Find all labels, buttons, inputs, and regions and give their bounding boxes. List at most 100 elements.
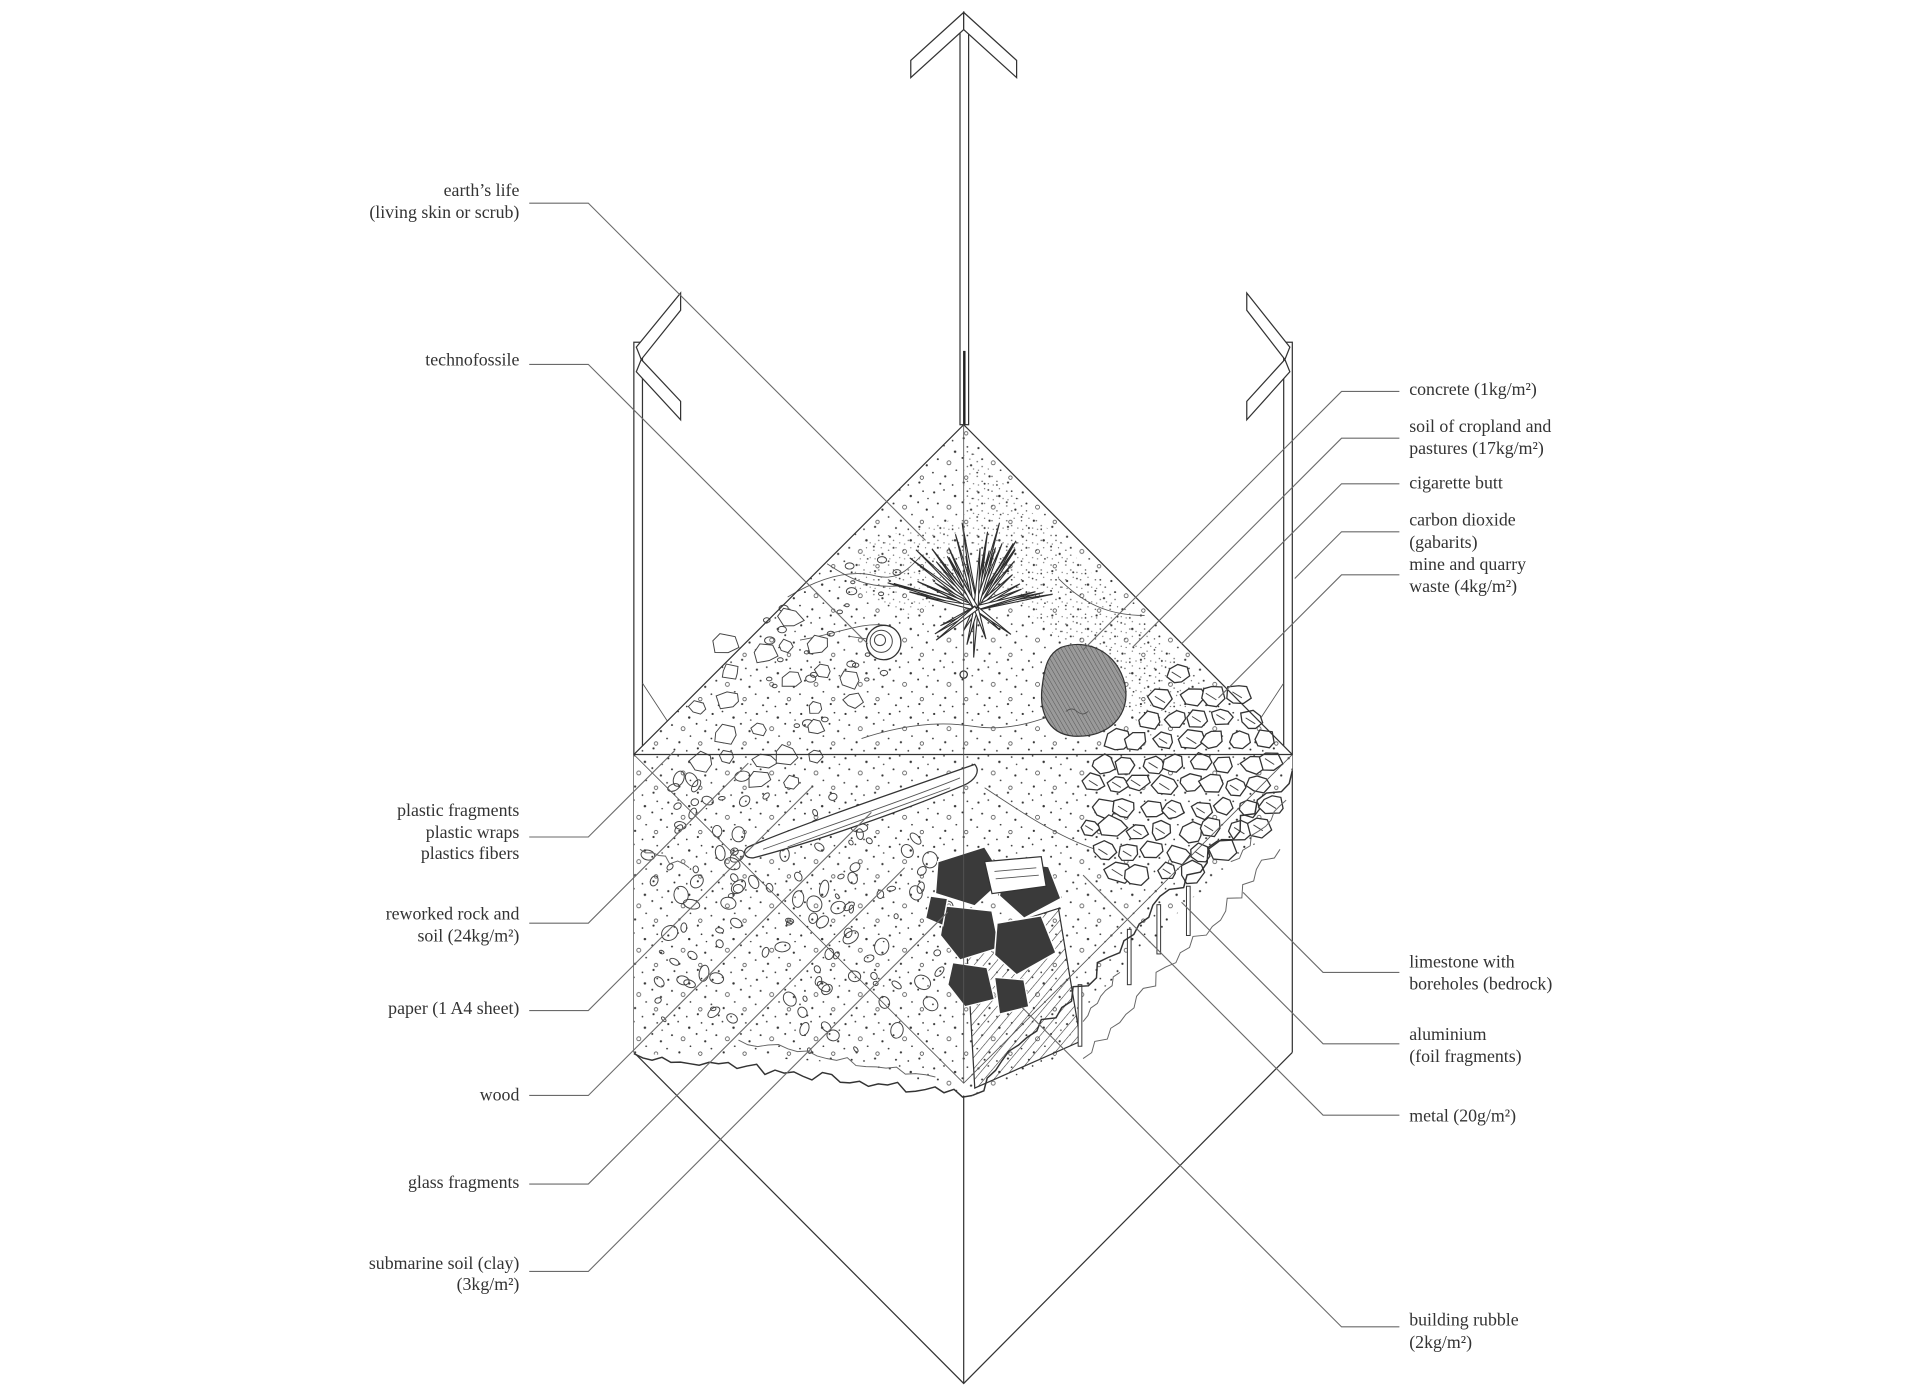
borehole (1077, 984, 1083, 1047)
zone-line (787, 556, 921, 598)
label-glass-fragments: glass fragments (408, 867, 906, 1192)
label-line: pastures (17kg/m²) (1409, 438, 1544, 459)
rock-facet (1111, 868, 1123, 877)
building-rubble-cluster (924, 845, 1062, 1016)
label-metal: metal (20g/m²) (1082, 874, 1516, 1126)
label-cropland-soil: soil of cropland and pastures (17kg/m²) (1131, 416, 1551, 648)
rock-facet (1171, 671, 1182, 679)
zone-line (984, 787, 1096, 850)
pebble (707, 1006, 721, 1019)
pebble (814, 842, 825, 852)
pebble (850, 580, 856, 585)
arrow-wing-right (963, 10, 1018, 80)
rock-facet (1233, 826, 1245, 835)
rock-facet (1205, 692, 1217, 701)
rock (1139, 800, 1164, 818)
rock (1178, 821, 1203, 844)
strata-lines (633, 770, 1294, 1098)
rock (1092, 839, 1118, 861)
pebble (726, 1013, 738, 1024)
label-line: (gabarits) (1409, 532, 1477, 553)
label-line: (2kg/m²) (1409, 1332, 1472, 1353)
frame (633, 10, 1293, 1385)
rock (753, 643, 779, 664)
pebble (813, 965, 821, 974)
rock (839, 670, 860, 690)
dark-rock (993, 914, 1057, 976)
rock-facet (1203, 824, 1214, 832)
rock (1123, 863, 1150, 887)
leader-line (1294, 531, 1400, 579)
rock-facet (1167, 806, 1177, 813)
label-line: concrete (1kg/m²) (1409, 379, 1537, 400)
pebble (814, 975, 823, 987)
pebble (689, 874, 704, 889)
label-line: building rubble (1409, 1310, 1519, 1330)
pebble (748, 874, 760, 889)
pebble (762, 792, 770, 800)
borehole (1126, 928, 1132, 986)
label-line: metal (20g/m²) (1409, 1105, 1516, 1126)
pebble (886, 885, 897, 892)
pebble (876, 889, 885, 900)
rock-facet (1088, 779, 1098, 787)
label-line: reworked rock and (386, 903, 520, 923)
labels-right: concrete (1kg/m²) soil of cropland and p… (1021, 379, 1552, 1353)
rock (1123, 731, 1147, 751)
pebble (672, 770, 685, 787)
pebble (900, 844, 914, 858)
label-line: (foil fragments) (1409, 1046, 1521, 1067)
rock (1117, 843, 1139, 862)
pebble (727, 893, 735, 899)
rock (1161, 799, 1185, 820)
label-concrete: concrete (1kg/m²) (1082, 379, 1537, 651)
rock (1179, 773, 1202, 793)
rock (688, 750, 713, 773)
label-line: plastics fibers (421, 843, 520, 863)
pebble (803, 650, 810, 655)
pebble (730, 847, 739, 856)
pebble (874, 937, 890, 956)
right-flag-upper (1246, 291, 1291, 361)
rock (1151, 819, 1172, 842)
pebble (793, 723, 801, 728)
pebble (718, 795, 726, 801)
shell-inner (873, 634, 887, 647)
label-line: plastic fragments (397, 800, 519, 820)
pebble (782, 991, 797, 1007)
pebble (847, 970, 862, 983)
label-technofossile: technofossile (425, 350, 869, 645)
pebble (777, 625, 787, 634)
zone-line (1058, 578, 1145, 616)
pebble (870, 971, 878, 980)
sample-stipple (633, 424, 1293, 1096)
label-line: earth’s life (444, 180, 520, 200)
leader-line (1082, 874, 1400, 1116)
rock (1166, 663, 1191, 684)
label-line: cigarette butt (1409, 473, 1503, 493)
pebble (730, 879, 747, 895)
pebble (649, 875, 659, 887)
rock-facet (1186, 737, 1197, 745)
pebble (684, 772, 699, 788)
soil-boundary-line (972, 770, 1294, 1097)
pebble (816, 915, 830, 929)
rock (1210, 708, 1234, 726)
pebble (674, 821, 687, 830)
label-line: technofossile (425, 350, 519, 370)
label-line: (3kg/m²) (457, 1274, 520, 1295)
label-line: (living skin or scrub) (369, 202, 519, 223)
pebble (709, 972, 725, 985)
label-building-rubble: building rubble (2kg/m²) (1021, 1006, 1519, 1353)
rock-facet (1162, 868, 1171, 875)
pebble (847, 871, 858, 885)
pebble (738, 795, 751, 807)
pebble (785, 920, 793, 926)
pebble (720, 896, 737, 910)
leader-line (1021, 1006, 1400, 1328)
pebble (653, 976, 665, 988)
pebble (909, 885, 923, 901)
rock (1225, 777, 1247, 797)
pebble (666, 863, 674, 871)
